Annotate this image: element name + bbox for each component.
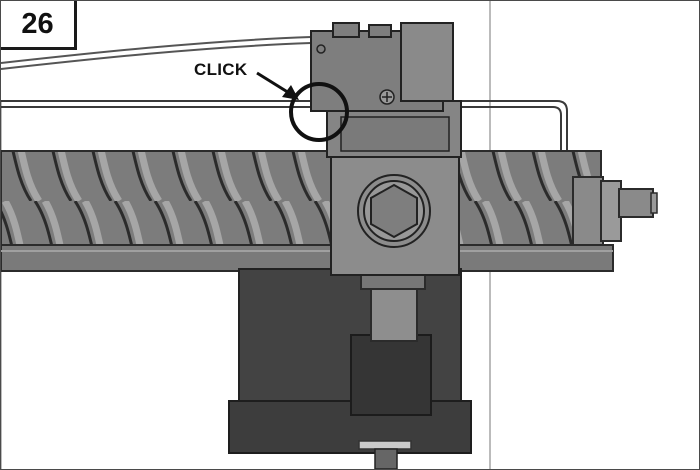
guide-rod <box>1 100 568 263</box>
base-rail <box>1 244 614 272</box>
highlight-circle <box>289 82 349 142</box>
shaft-end <box>618 188 654 218</box>
worm-screw <box>1 150 602 252</box>
switch-wire <box>1 36 312 64</box>
click-callout-label: CLICK <box>194 60 248 79</box>
hex-bolt <box>370 183 418 239</box>
bottom-bolt <box>374 448 398 469</box>
end-nut <box>572 176 604 248</box>
step-number-badge: 26 <box>1 1 77 50</box>
